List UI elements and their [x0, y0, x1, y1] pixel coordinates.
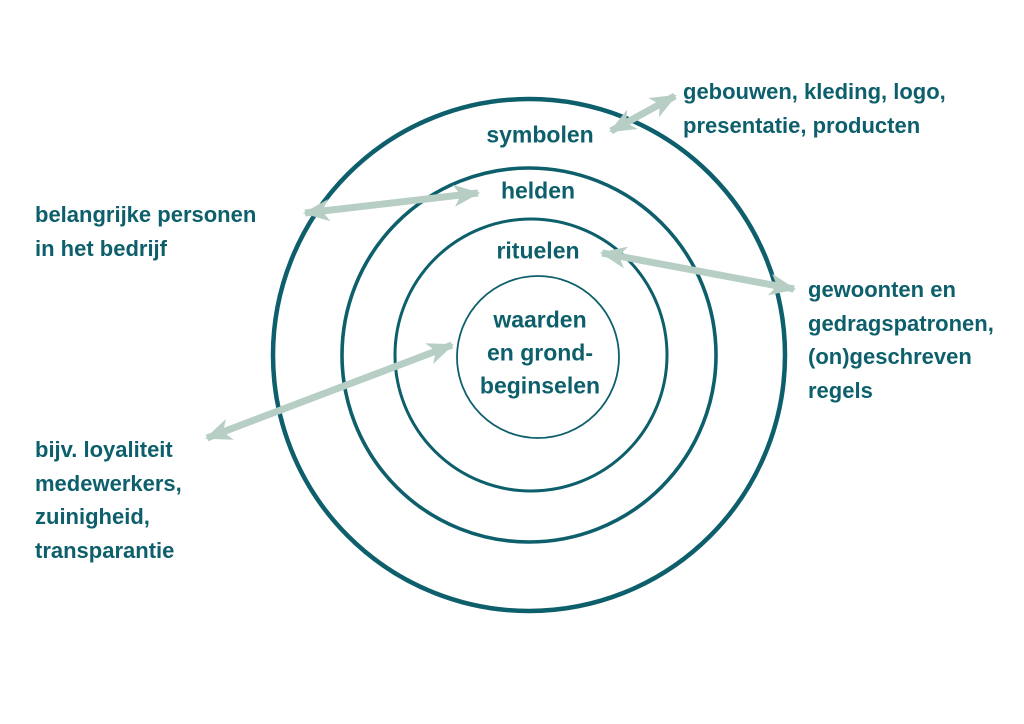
arrow-heroes-to-examples	[302, 184, 481, 222]
arrow-symbols-to-examples	[609, 92, 677, 135]
ring-label-values: waarden en grond- beginselen	[479, 306, 601, 399]
ring-values-circle	[456, 275, 620, 439]
ring-label-rituals: rituelen	[496, 237, 580, 264]
annotation-symbols-examples: gebouwen, kleding, logo, presentatie, pr…	[683, 79, 946, 138]
arrow-rituals-to-examples	[599, 246, 797, 296]
annotation-values-examples: bijv. loyaliteit medewerkers, zuinigheid…	[35, 437, 182, 563]
arrow-values-to-examples	[204, 341, 455, 442]
ring-label-symbols: symbolen	[486, 121, 594, 148]
ring-label-heroes: helden	[500, 177, 576, 204]
annotation-heroes-examples: belangrijke personen in het bedrijf	[35, 202, 257, 261]
annotation-rituals-examples: gewoonten en gedragspatronen, (on)geschr…	[808, 277, 994, 403]
